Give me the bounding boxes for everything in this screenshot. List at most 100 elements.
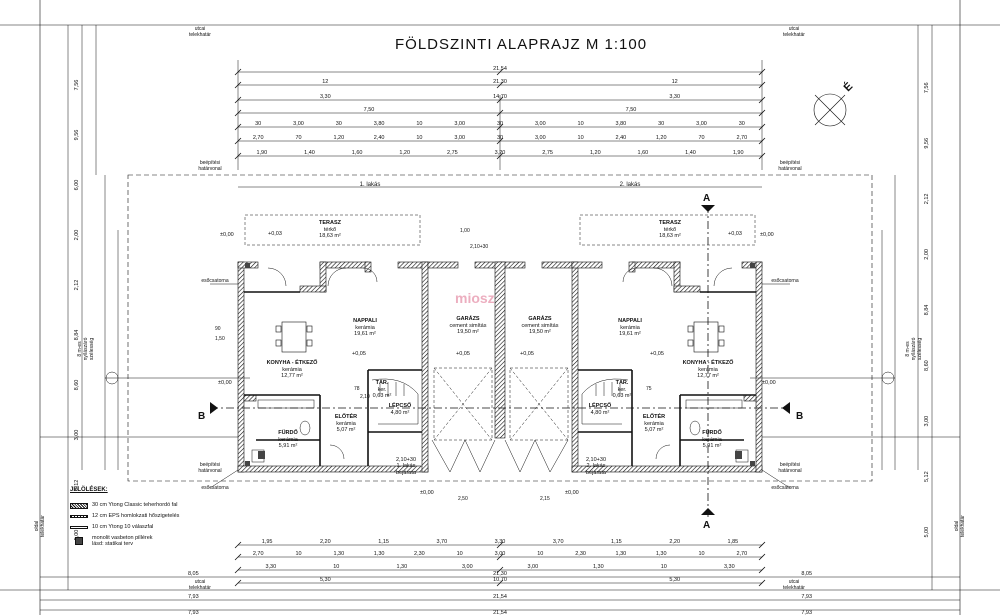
- dimension-label: 10: [578, 135, 584, 141]
- dimension-label: 21,54: [493, 66, 507, 72]
- section-label-a-top: A: [703, 193, 710, 204]
- gutter-label: esőcsatorna: [771, 485, 799, 491]
- street-boundary-label-bottom-right: utcai telekhatár: [783, 579, 805, 591]
- dimension-label: 8,84: [74, 330, 80, 341]
- dimension-label: 3,70: [553, 539, 564, 545]
- dimension-label: 3,20: [495, 150, 506, 156]
- dimension-label: 2,70: [253, 551, 264, 557]
- dimension-tick: [496, 81, 504, 89]
- dimension-label: 1,30: [656, 551, 667, 557]
- dimension-label: 10: [416, 121, 422, 127]
- legend-item: 10 cm Ytong 10 válaszfal: [70, 522, 270, 533]
- dimension-label: 5,12: [924, 471, 930, 482]
- dimension-label: 3,00: [535, 135, 546, 141]
- level-label: +0,05: [352, 351, 366, 357]
- dimension-label: 1,30: [333, 551, 344, 557]
- build-line-label: beépítési határvonal: [198, 462, 222, 474]
- dimension-label: 1,00: [460, 228, 470, 234]
- dimension-tick: [496, 566, 504, 574]
- dimension-label: 1,85: [728, 539, 739, 545]
- dimension-label: 30: [497, 121, 503, 127]
- gutter-label: esőcsatorna: [201, 278, 229, 284]
- dimension-tick: [234, 123, 242, 131]
- dimension-tick: [234, 96, 242, 104]
- dimension-label: 7,56: [924, 82, 930, 93]
- dimension-label: 3,00: [454, 135, 465, 141]
- street-boundary-label-right: utcai telekhatár: [783, 26, 805, 38]
- dimension-tick: [496, 68, 504, 76]
- dimension-label: 1,90: [256, 150, 267, 156]
- dimension-label: 1,20: [590, 150, 601, 156]
- build-line-label: beépítési határvonal: [198, 160, 222, 172]
- dimension-tick: [496, 109, 504, 117]
- dimension-label: 2,00: [74, 230, 80, 241]
- wall-swatch-icon: [70, 502, 88, 509]
- dimension-label: 3,70: [436, 539, 447, 545]
- partition-walls: [244, 291, 756, 466]
- dimension-label: 2,00: [924, 249, 930, 260]
- street-boundary-label-left: utcai telekhatár: [189, 26, 211, 38]
- side-boundary-label-right: oldal telekhatár: [954, 515, 966, 537]
- level-label: ±0,00: [220, 232, 234, 238]
- dimension-label: 1,20: [333, 135, 344, 141]
- dimension-label: 1,60: [352, 150, 363, 156]
- dimension-label: 1,95: [262, 539, 273, 545]
- dimension-label: 90: [215, 326, 221, 332]
- gutter-lines: [105, 283, 895, 489]
- dimension-label: 10: [661, 564, 667, 570]
- dimension-label: 3,30: [669, 94, 680, 100]
- dimension-label: 21,30: [493, 571, 507, 577]
- pillar-swatch-icon: [75, 537, 83, 545]
- level-label: +0,03: [268, 231, 282, 237]
- build-line-label: beépítési határvonal: [778, 160, 802, 172]
- dimension-tick: [234, 553, 242, 561]
- dimension-label: 10,70: [493, 577, 507, 583]
- dimension-label: 2,12: [924, 194, 930, 205]
- dimension-label: 3,80: [616, 121, 627, 127]
- legend: JELÖLÉSEK: 30 cm Ytong Classic teherhord…: [70, 485, 270, 549]
- dimension-label: 1,30: [396, 564, 407, 570]
- dimension-label: 1,30: [374, 551, 385, 557]
- level-label: ±0,00: [565, 490, 579, 496]
- dimension-label: 3,00: [462, 564, 473, 570]
- dimension-label: 1,20: [399, 150, 410, 156]
- dimension-label: 3,00: [696, 121, 707, 127]
- dimension-label: 2,70: [253, 135, 264, 141]
- dimension-tick: [496, 541, 504, 549]
- dimension-tick: [496, 553, 504, 561]
- dimension-label: 2,50: [458, 496, 468, 502]
- dimension-label: 2,20: [669, 539, 680, 545]
- dimension-lines-sides: [40, 25, 960, 590]
- dimension-tick: [758, 553, 766, 561]
- dining-tables: [275, 321, 725, 353]
- dimension-tick: [496, 123, 504, 131]
- dimension-tick: [758, 137, 766, 145]
- dimension-tick: [234, 81, 242, 89]
- dimension-label: 2,12: [74, 280, 80, 291]
- gutter-label: esőcsatorna: [771, 278, 799, 284]
- dimension-label: 5,12: [74, 480, 80, 491]
- dimension-label: 30: [658, 121, 664, 127]
- load-bearing-walls: [237, 261, 763, 473]
- dimension-label: 1,30: [616, 551, 627, 557]
- dimension-tick: [758, 68, 766, 76]
- neighbor-distance-label: 8 m-es nyílászáró szélesség: [77, 337, 95, 361]
- dimension-label: 2,10+30: [470, 244, 488, 250]
- dimension-label: 1,20: [656, 135, 667, 141]
- dimension-label: 8,60: [74, 380, 80, 391]
- dimension-label: 3,00: [527, 564, 538, 570]
- dimension-label: 8,84: [924, 305, 930, 316]
- dimension-label: 7,50: [626, 107, 637, 113]
- dimension-label: 21,54: [493, 594, 507, 600]
- level-label: +0,03: [728, 231, 742, 237]
- dimension-label: 2,75: [542, 150, 553, 156]
